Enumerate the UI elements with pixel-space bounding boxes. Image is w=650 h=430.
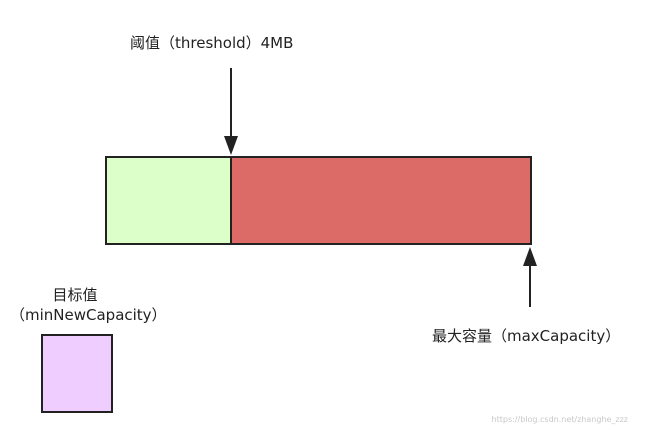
watermark: https://blog.csdn.net/zhanghe_zzz (491, 415, 628, 424)
max-capacity-arrow-head (523, 247, 537, 266)
threshold-label: 阈值（threshold）4MB (130, 34, 294, 52)
target-value-sublabel: （minNewCapacity） (10, 306, 167, 324)
max-capacity-label: 最大容量（maxCapacity） (432, 327, 621, 345)
threshold-arrow-head (224, 136, 238, 155)
target-value-label: 目标值 (52, 286, 98, 304)
threshold-segment (105, 156, 232, 245)
target-value-box (41, 334, 113, 413)
remaining-capacity-segment (230, 156, 532, 245)
